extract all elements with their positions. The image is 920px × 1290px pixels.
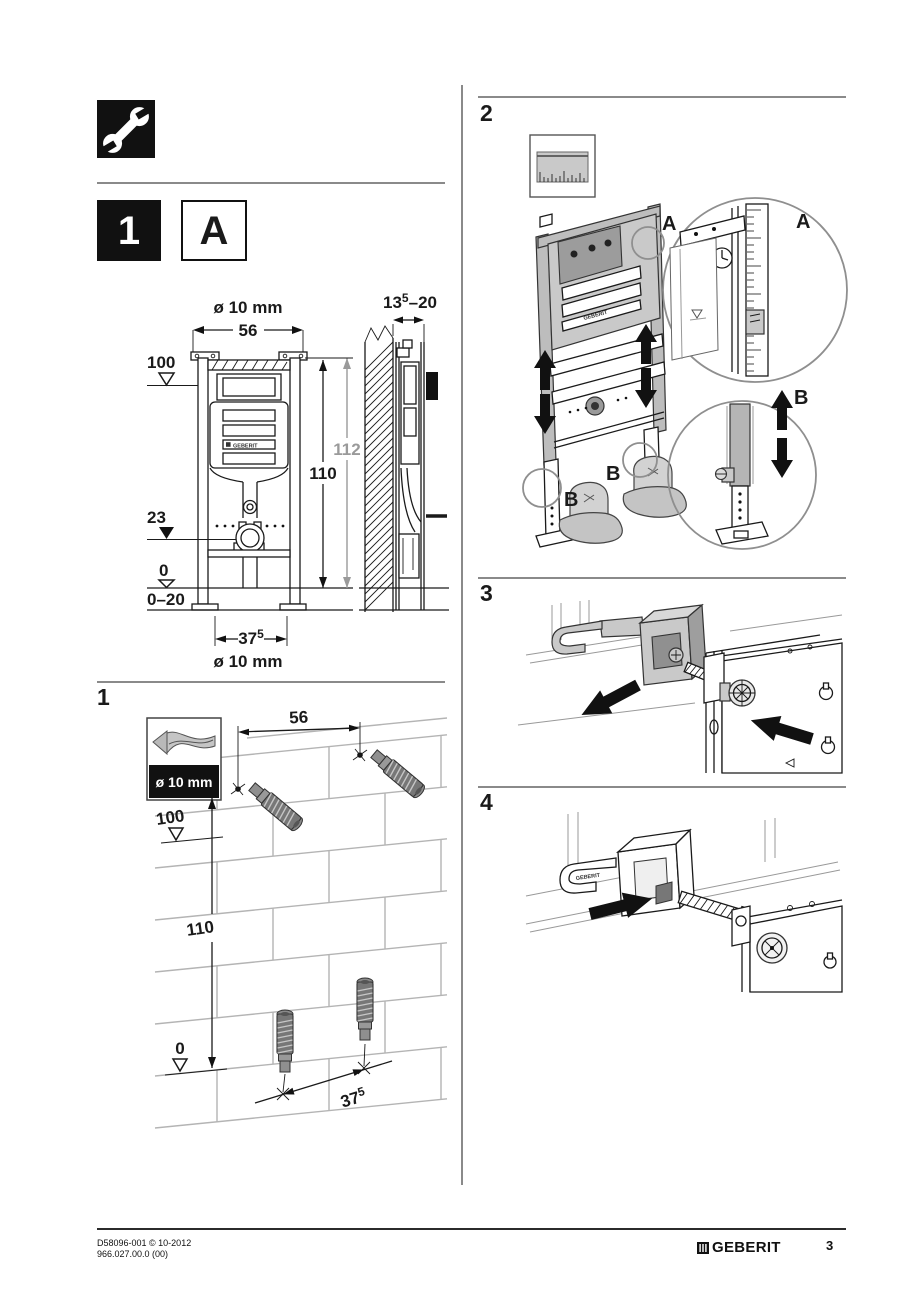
variant-letter: A: [199, 208, 229, 253]
detail-b-marker-left: B: [564, 489, 578, 511]
drill-inset-box: ø 10 mm: [146, 717, 222, 801]
dim-floor-range: 0–20: [147, 590, 185, 609]
drill-size-top: ø 10 mm: [214, 298, 283, 317]
frame-corner-4: [731, 899, 843, 993]
detail-b-marker-right: B: [606, 463, 620, 485]
detail-a-marker-circle: [631, 226, 665, 260]
dim-110-wall: 110: [185, 917, 215, 940]
detail-b-marker-circle-left: [522, 468, 562, 508]
divider-above-step1: [97, 681, 445, 683]
ruler-inset-box: [529, 134, 596, 198]
frame-front-view: GEBERIT: [190, 351, 308, 611]
divider-top-left: [97, 182, 445, 184]
dim-0-wall: 0: [175, 1039, 184, 1058]
left-rail: [197, 357, 209, 605]
push-in-fitting: [719, 679, 756, 707]
wall-section: [364, 325, 394, 612]
drill-size-bottom: ø 10 mm: [214, 652, 283, 671]
step1-heading: 1: [97, 684, 110, 710]
right-rail: [289, 357, 301, 605]
dim-100: 100: [147, 353, 175, 372]
ruler-icon: [536, 151, 589, 183]
frame-fitting-4: [756, 932, 788, 964]
dim-110: 110: [309, 464, 336, 483]
divider-above-step4: [478, 786, 846, 788]
footer-document-id: D58096-001 © 10-2012: [97, 1238, 192, 1248]
arrow-down-detail-b: [771, 438, 793, 478]
detail-a-view: A: [662, 197, 848, 383]
step4-illustration: GEBERIT: [525, 812, 843, 993]
bracket-fork: [551, 620, 603, 655]
overview-diagram: ø 10 mm 56 GEBERIT: [147, 291, 449, 671]
level-100-mark: 100: [155, 806, 224, 844]
divider-above-step2: [478, 96, 846, 98]
brick-wall: [154, 717, 448, 1129]
step3-illustration: [517, 600, 843, 774]
geberit-logo-icon: [697, 1241, 709, 1254]
overview-top-dimension: ø 10 mm 56: [192, 298, 304, 352]
dim-110-wall-group: 110: [185, 798, 216, 1068]
dim-23: 23: [147, 508, 166, 527]
footer-page-number: 3: [826, 1238, 834, 1253]
level-0-mark: 0: [164, 1039, 228, 1076]
cistern: [209, 401, 289, 469]
overview-bottom-dimension: 375 ø 10 mm: [214, 616, 288, 671]
detail-a-marker: A: [662, 213, 676, 235]
arrow-up-detail-b: [771, 390, 793, 430]
step1-illustration: ø 10 mm 56 100 110 0: [146, 708, 448, 1129]
height-dimensions: 112 110: [305, 357, 361, 588]
anchor-spacing-dimension: 375: [254, 1043, 393, 1112]
step3-heading: 3: [480, 580, 493, 606]
step-number-box: 1: [97, 200, 161, 261]
detail-b-label: B: [794, 387, 808, 409]
dim-112: 112: [333, 440, 360, 459]
detail-b-marker-circle-right: [622, 442, 658, 478]
dim-375-wall: 375: [338, 1084, 369, 1112]
step4-heading: 4: [480, 789, 493, 815]
frame-side-view: 135–20: [359, 291, 449, 612]
divider-above-step3: [478, 577, 846, 579]
clamp-block: [655, 881, 673, 905]
wall-anchor-lower-right: [356, 977, 374, 1041]
boot-right: [622, 455, 687, 518]
hole-dimension-56: 56: [230, 708, 368, 796]
arrow-remove-bracket: [575, 673, 645, 727]
dim-56-wall: 56: [289, 708, 309, 728]
drill-inset-label: ø 10 mm: [156, 774, 213, 790]
level-marks: 100 23 0 0–20: [147, 353, 353, 611]
bracket-brand: GEBERIT: [575, 873, 601, 882]
dim-56: 56: [239, 321, 258, 340]
column-divider: [461, 85, 463, 1185]
footer-brand-name: GEBERIT: [712, 1239, 781, 1256]
top-tab-left: [539, 213, 553, 228]
dim-375: 375: [238, 627, 264, 648]
detail-b-view: B: [667, 387, 817, 550]
step-number: 1: [117, 208, 141, 253]
bracket-fork-4: [559, 857, 617, 894]
frame-corner: [703, 634, 843, 774]
dim-0: 0: [159, 561, 168, 580]
footer-divider: [97, 1228, 846, 1230]
wrench-icon: [100, 105, 152, 155]
tab-bolt: [735, 915, 747, 927]
step2-heading: 2: [480, 100, 493, 126]
footer-brand: GEBERIT: [697, 1239, 781, 1256]
footer-article-number: 966.027.00.0 (00): [97, 1249, 169, 1259]
wall-bracket-white: GEBERIT: [559, 828, 695, 917]
dim-100-wall: 100: [155, 806, 186, 829]
outlet-bend: [235, 523, 265, 553]
foot-plate-detail: [715, 521, 769, 545]
footer-doc-info: D58096-001 © 10-2012 966.027.00.0 (00): [97, 1238, 191, 1260]
variant-box: A: [181, 200, 247, 261]
flush-connector-block: [426, 372, 438, 400]
detail-a-label: A: [796, 211, 810, 233]
cistern-brand: GEBERIT: [233, 444, 258, 450]
wall-hint-lines-4: [525, 812, 841, 933]
step2-illustration: GEBERIT A B B: [522, 134, 848, 550]
drill-bit-icon: [152, 729, 216, 756]
wall-bracket-gray: [551, 603, 707, 686]
dim-135-20: 135–20: [383, 291, 437, 312]
tool-box: [97, 100, 155, 158]
